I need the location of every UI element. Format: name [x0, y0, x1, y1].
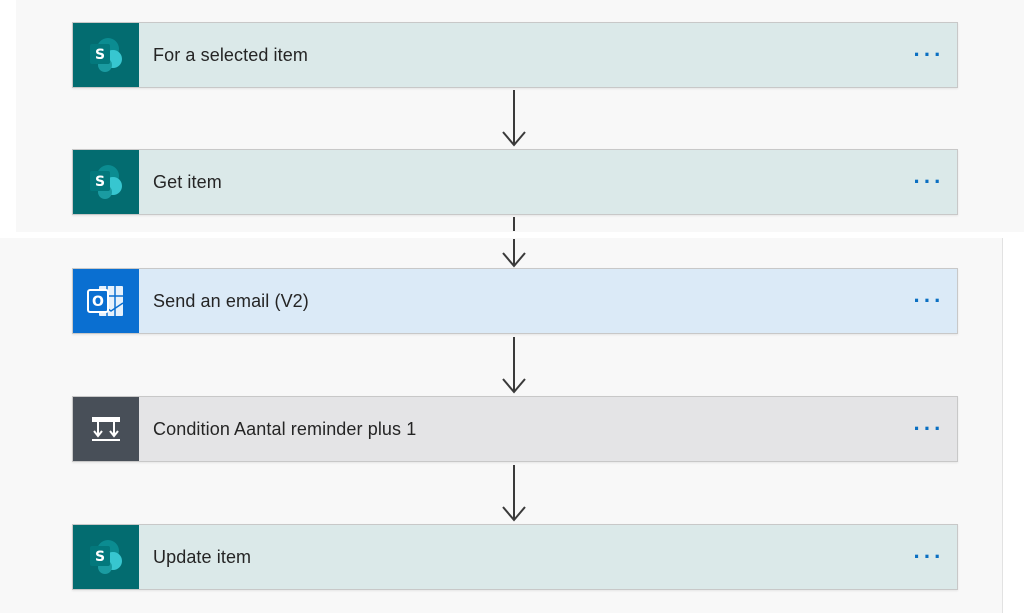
more-options-icon[interactable]: ··· — [913, 544, 945, 569]
step-title: Get item — [153, 171, 222, 192]
step-title: Send an email (V2) — [153, 290, 309, 311]
sharepoint-icon: S — [73, 23, 139, 87]
svg-text:O: O — [92, 294, 104, 310]
connector-arrow — [502, 465, 526, 522]
step-title: For a selected item — [153, 44, 308, 65]
flow-step-update-item[interactable]: S Update item ··· — [72, 524, 958, 590]
connector-arrow — [502, 337, 526, 394]
sharepoint-icon: S — [73, 150, 139, 214]
more-options-icon[interactable]: ··· — [913, 288, 945, 313]
svg-text:S: S — [95, 174, 105, 190]
flow-step-condition[interactable]: Condition Aantal reminder plus 1 ··· — [72, 396, 958, 462]
svg-text:S: S — [95, 549, 105, 565]
more-options-icon[interactable]: ··· — [913, 169, 945, 194]
condition-icon — [73, 397, 139, 461]
svg-text:S: S — [95, 47, 105, 63]
outlook-icon: O — [73, 269, 139, 333]
more-options-icon[interactable]: ··· — [913, 416, 945, 441]
flow-step-send-an-email[interactable]: O Send an email (V2) ··· — [72, 268, 958, 334]
sharepoint-icon: S — [73, 525, 139, 589]
flow-step-for-a-selected-item[interactable]: S For a selected item ··· — [72, 22, 958, 88]
flow-step-get-item[interactable]: S Get item ··· — [72, 149, 958, 215]
more-options-icon[interactable]: ··· — [913, 42, 945, 67]
step-title: Update item — [153, 546, 252, 567]
connector-arrow — [502, 217, 526, 268]
step-title: Condition Aantal reminder plus 1 — [153, 418, 417, 439]
connector-arrow — [502, 90, 526, 147]
